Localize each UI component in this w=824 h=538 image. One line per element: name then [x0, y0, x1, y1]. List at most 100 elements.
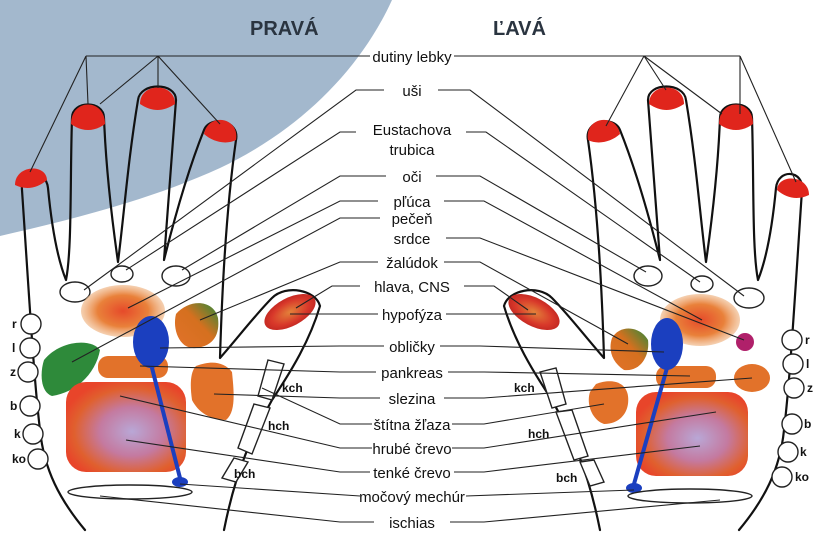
right-sciatic-zone: [67, 484, 193, 500]
left-pancreas-zone: [656, 366, 716, 388]
left-index-fingertip: [587, 119, 620, 143]
segment-label-bch: bch: [556, 471, 577, 485]
label-slezina: slezina: [389, 391, 436, 408]
marker-circle: [777, 441, 799, 463]
marker-circle: [17, 361, 39, 383]
right-side-markers: r l z b k ko: [10, 313, 49, 470]
leader-line: [436, 175, 647, 273]
label-hypofyza: hypofýza: [382, 307, 443, 324]
leader-line: [159, 345, 384, 349]
segment-label-hch: hch: [528, 427, 549, 441]
left-ear-zone: [733, 287, 765, 309]
left-colon-zone: [636, 392, 748, 476]
leader-line: [452, 411, 717, 449]
left-stomach-zone: [610, 328, 649, 371]
label-stitna: štítna žľaza: [374, 417, 452, 434]
left-eye-zone: [633, 265, 663, 287]
marker-circle: [27, 448, 49, 470]
marker-circle: [782, 353, 804, 375]
left-middle-fingertip: [649, 87, 684, 110]
leader-line: [466, 131, 701, 283]
right-liver-zone: [41, 342, 100, 396]
leader-line: [125, 439, 370, 473]
marker-circle: [781, 329, 803, 351]
label-hlava: hlava, CNS: [374, 279, 450, 296]
leader-line: [179, 483, 361, 497]
side-marker-label: z: [807, 381, 813, 395]
zone-labels: dutiny lebky uši Eustachova trubica oči …: [359, 49, 465, 532]
leader-line: [71, 217, 380, 363]
right-index-fingertip: [204, 119, 237, 143]
side-marker-label: b: [10, 399, 17, 413]
leader-line: [295, 285, 360, 309]
right-heart-zone: [174, 303, 219, 349]
right-spine-hch: [237, 403, 271, 455]
marker-circle: [783, 377, 805, 399]
label-eustachova-2: trubica: [389, 142, 435, 159]
right-ureter: [149, 363, 182, 479]
leader-line: [127, 200, 378, 309]
leader-line: [440, 345, 665, 353]
marker-circle: [20, 313, 42, 335]
leader-line: [139, 365, 376, 373]
right-eustachian-zone: [110, 265, 134, 283]
label-dutiny-lebky: dutiny lebky: [372, 49, 452, 66]
right-kidney-zone: [133, 316, 169, 368]
left-ring-fingertip: [719, 104, 753, 130]
label-srdce: srdce: [394, 231, 431, 248]
leader-line: [99, 495, 374, 523]
side-marker-label: l: [806, 357, 809, 371]
side-marker-label: k: [14, 427, 21, 441]
side-marker-label: b: [804, 417, 811, 431]
segment-label-kch: kch: [514, 381, 535, 395]
marker-circle: [22, 423, 44, 445]
marker-circle: [19, 337, 41, 359]
left-thyroid-zone: [588, 381, 629, 424]
right-eye-zone: [161, 265, 191, 287]
left-sciatic-zone: [627, 488, 753, 504]
leader-line: [444, 261, 629, 345]
label-eustachova-1: Eustachova: [373, 122, 452, 139]
leader-line: [119, 395, 372, 449]
left-heart-zone: [736, 333, 754, 351]
leader-line: [444, 377, 753, 399]
label-pecen: pečeň: [392, 211, 433, 228]
side-marker-label: ko: [795, 470, 809, 484]
left-hand-outline: [502, 85, 804, 532]
side-marker-label: l: [12, 341, 15, 355]
left-little-fingertip: [777, 178, 809, 198]
leader-line: [181, 175, 386, 271]
label-pluca: pľúca: [394, 194, 432, 211]
left-hand: [502, 85, 809, 532]
left-ureter: [632, 367, 669, 485]
leader-line: [125, 131, 356, 271]
leader-line: [450, 499, 721, 523]
label-oci: oči: [402, 169, 421, 186]
side-marker-label: z: [10, 365, 16, 379]
right-bladder-dot: [172, 477, 188, 487]
left-spine-kch: [539, 367, 567, 409]
leader-line: [448, 371, 691, 377]
marker-circle: [781, 413, 803, 435]
right-head-zone: [264, 293, 316, 331]
marker-circle: [19, 395, 41, 417]
left-kidney-zone: [651, 318, 683, 370]
side-marker-label: k: [800, 445, 807, 459]
leader-lines: [29, 55, 797, 523]
leader-line: [438, 89, 745, 297]
segment-label-hch: hch: [268, 419, 289, 433]
label-tenke: tenké črevo: [373, 465, 451, 482]
leader-line: [452, 403, 605, 425]
leader-line: [454, 445, 701, 473]
right-hand: [15, 85, 322, 532]
right-ring-fingertip: [71, 104, 105, 130]
leader-line: [465, 489, 635, 497]
left-head-zone: [508, 293, 560, 331]
leader-line: [29, 55, 370, 173]
side-marker-label: r: [805, 333, 810, 347]
leader-line: [454, 55, 797, 183]
right-spine-bch: [220, 457, 250, 483]
label-usi: uši: [402, 83, 421, 100]
